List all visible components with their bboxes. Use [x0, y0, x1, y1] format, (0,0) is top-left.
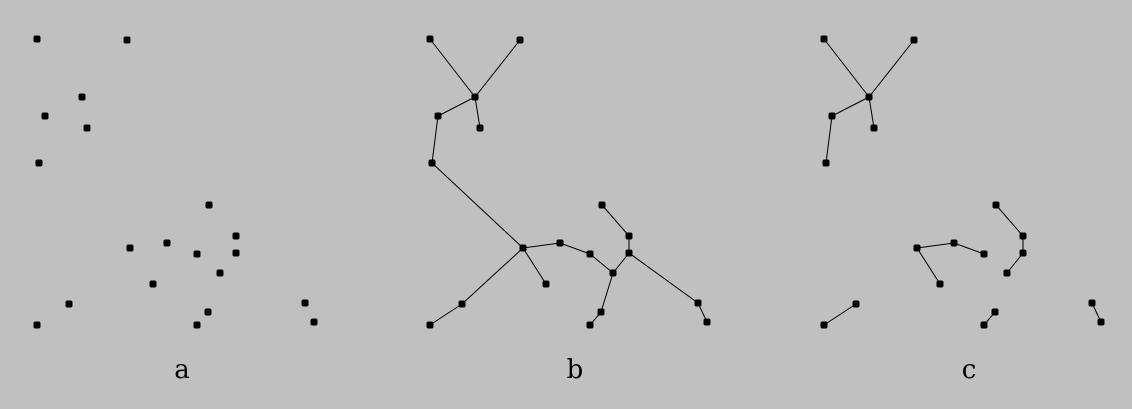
edge: [916, 247, 941, 285]
node: [913, 244, 921, 252]
node: [83, 124, 91, 132]
node: [232, 232, 240, 240]
node: [586, 321, 594, 329]
node: [694, 299, 702, 307]
node: [516, 36, 524, 44]
node: [149, 280, 157, 288]
node: [126, 244, 134, 252]
node: [950, 239, 958, 247]
node: [828, 112, 836, 120]
node: [980, 250, 988, 258]
panel-c: [820, 35, 1105, 329]
edge: [429, 303, 463, 326]
panel-a: [33, 35, 318, 329]
node: [865, 93, 873, 101]
node: [33, 321, 41, 329]
node: [1019, 249, 1027, 257]
node: [428, 159, 436, 167]
edge: [522, 242, 561, 249]
edge: [868, 96, 875, 129]
panel-label-b: b: [567, 355, 584, 385]
node: [204, 308, 212, 316]
node: [301, 299, 309, 307]
node: [519, 244, 527, 252]
node: [598, 201, 606, 209]
node: [1088, 299, 1096, 307]
edge: [431, 115, 439, 164]
node: [193, 321, 201, 329]
node: [65, 300, 73, 308]
node: [820, 321, 828, 329]
node: [625, 232, 633, 240]
edge: [474, 96, 481, 129]
node: [426, 321, 434, 329]
node: [41, 112, 49, 120]
edge: [474, 39, 521, 98]
node: [205, 201, 213, 209]
node: [625, 249, 633, 257]
node: [232, 249, 240, 257]
node: [703, 318, 711, 326]
node: [216, 269, 224, 277]
node: [822, 159, 830, 167]
node: [586, 250, 594, 258]
edge: [461, 247, 524, 305]
edge: [437, 96, 476, 117]
edge: [831, 96, 870, 117]
edge: [868, 39, 915, 98]
edge: [825, 115, 833, 164]
panel-label-a: a: [174, 355, 190, 385]
panel-b: [426, 35, 711, 329]
edge: [823, 303, 857, 326]
node: [310, 318, 318, 326]
edge: [628, 252, 699, 304]
edge: [429, 38, 476, 98]
node: [35, 159, 43, 167]
edge: [431, 162, 524, 249]
node: [426, 35, 434, 43]
node: [936, 280, 944, 288]
panel-label-c: c: [962, 355, 977, 385]
node: [852, 300, 860, 308]
node: [1019, 232, 1027, 240]
node: [123, 36, 131, 44]
edge: [995, 204, 1024, 237]
edge: [522, 247, 547, 285]
node: [910, 36, 918, 44]
node: [163, 239, 171, 247]
node: [991, 308, 999, 316]
node: [434, 112, 442, 120]
edge: [1006, 252, 1024, 274]
edge: [559, 242, 591, 255]
node: [1003, 269, 1011, 277]
node: [33, 35, 41, 43]
node: [458, 300, 466, 308]
node: [597, 308, 605, 316]
edge: [612, 252, 630, 274]
node: [78, 93, 86, 101]
edge: [601, 204, 630, 237]
node: [609, 269, 617, 277]
node: [980, 321, 988, 329]
node: [476, 124, 484, 132]
edge: [823, 38, 870, 98]
node: [193, 250, 201, 258]
node: [870, 124, 878, 132]
node: [820, 35, 828, 43]
node: [542, 280, 550, 288]
edge: [953, 242, 985, 255]
edge: [916, 242, 955, 249]
node: [1097, 318, 1105, 326]
node: [992, 201, 1000, 209]
node: [471, 93, 479, 101]
edge: [589, 253, 614, 274]
edge: [600, 272, 614, 313]
node: [556, 239, 564, 247]
